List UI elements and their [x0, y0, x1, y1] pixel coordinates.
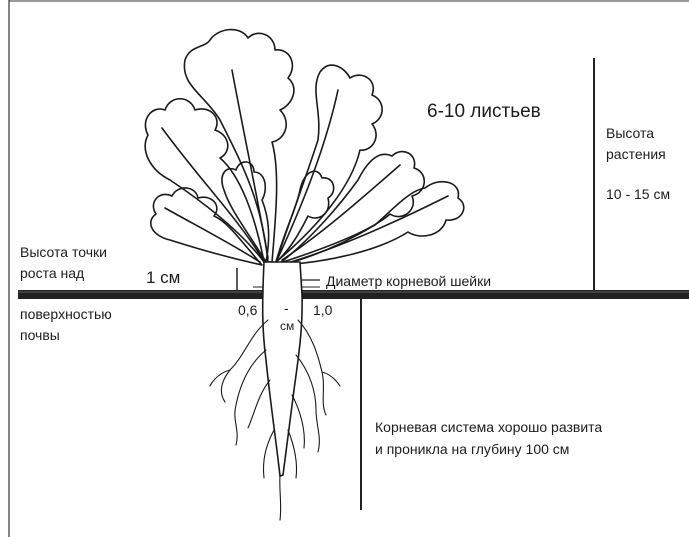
leaf — [276, 171, 334, 262]
plant-height-title-line2: растения — [606, 145, 666, 163]
root-system-label-line2: и проникла на глубину 100 см — [375, 440, 569, 458]
growth-point-value: 1 см — [146, 267, 180, 289]
soil-surface-label-line1: поверхностью — [20, 305, 112, 323]
growth-point-label-line1: Высота точки — [20, 243, 107, 261]
diameter-dash: - — [284, 299, 289, 317]
root-system-label-line1: Корневая система хорошо развита — [375, 418, 602, 436]
root-collar-diameter-label: Диаметр корневой шейки — [326, 272, 491, 290]
taproot — [263, 262, 302, 476]
growth-point-label-line2: роста над — [20, 264, 84, 282]
leaves-count-label: 6-10 листьев — [427, 100, 541, 125]
root-group — [263, 262, 302, 476]
soil-surface-label-line2: почвы — [20, 326, 60, 344]
leaves-group — [145, 30, 464, 265]
diameter-max-value: 1,0 — [313, 301, 332, 319]
diameter-unit: см — [280, 319, 294, 335]
diameter-min-value: 0,6 — [238, 301, 257, 319]
plant-height-title-line1: Высота — [606, 124, 654, 142]
leaf — [276, 65, 382, 262]
plant-height-value: 10 - 15 см — [606, 185, 670, 203]
